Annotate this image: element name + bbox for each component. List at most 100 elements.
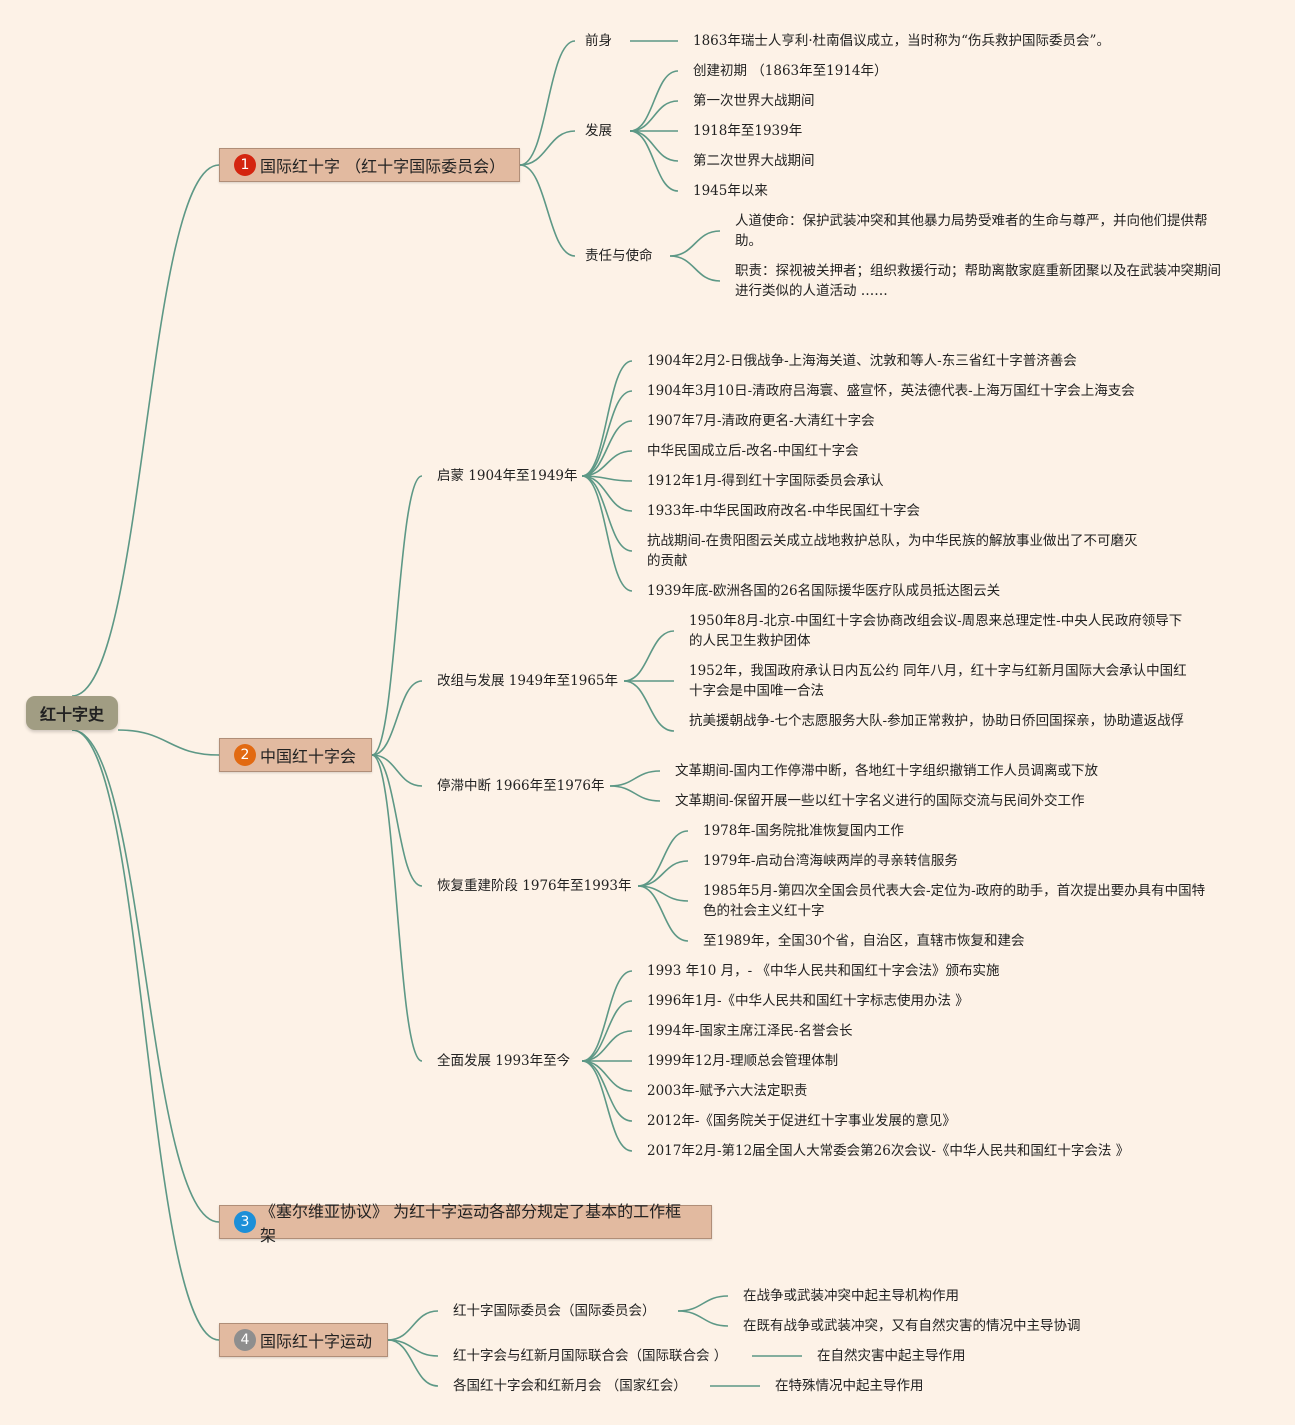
branch-connector xyxy=(609,785,661,802)
branch-connector xyxy=(637,885,689,902)
topic-label: 国际红十字运动 xyxy=(260,1332,373,1351)
leaf-item[interactable]: 在战争或武装冲突中起主导机构作用 xyxy=(743,1288,959,1304)
leaf-item[interactable]: 2012年-《国务院关于促进红十字事业发展的意见》 xyxy=(647,1113,956,1129)
leaf-item[interactable]: 1996年1月-《中华人民共和国红十字标志使用办法 》 xyxy=(647,993,969,1009)
branch-connector xyxy=(609,770,661,787)
leaf-item[interactable]: 抗战期间-在贵阳图云关成立战地救护总队，为中华民族的解放事业做出了不可磨灭的贡献 xyxy=(647,533,1138,569)
leaf-item[interactable]: 在自然灾害中起主导作用 xyxy=(817,1348,966,1364)
leaf-item[interactable]: 1912年1月-得到红十字国际委员会承认 xyxy=(647,473,884,489)
branch-connector xyxy=(581,475,633,552)
leaf-item[interactable]: 文革期间-保留开展一些以红十字名义进行的国际交流与民间外交工作 xyxy=(675,793,1085,809)
leaf-item[interactable]: 第二次世界大战期间 xyxy=(693,153,815,169)
leaf-item[interactable]: 1994年-国家主席江泽民-名誉会长 xyxy=(647,1023,853,1039)
root-connector xyxy=(117,729,220,756)
branch-connector xyxy=(581,1060,633,1122)
branch-connector xyxy=(581,970,633,1062)
number-badge-icon: 1 xyxy=(234,154,256,176)
topic-connector xyxy=(371,754,423,787)
branch-connector xyxy=(677,1295,729,1312)
branch-connector xyxy=(629,70,679,132)
branch-predecessor[interactable]: 前身 xyxy=(585,33,612,49)
topic-connector xyxy=(371,475,423,756)
leaf-item[interactable]: 1904年2月2-日俄战争-上海海关道、沈敦和等人-东三省红十字普济善会 xyxy=(647,353,1077,369)
branch-ifrc[interactable]: 红十字会与红新月国际联合会（国际联合会 ） xyxy=(453,1348,728,1364)
branch-full-development[interactable]: 全面发展 1993年至今 xyxy=(437,1053,571,1069)
branch-connector xyxy=(581,1000,633,1062)
leaf-item[interactable]: 创建初期 （1863年至1914年） xyxy=(693,63,888,79)
topic-connector xyxy=(387,1310,439,1341)
root-connector xyxy=(71,729,220,1341)
topic-connector xyxy=(519,164,576,257)
topic-connector xyxy=(371,754,423,1062)
topic-china-red-cross[interactable]: 2 中国红十字会 xyxy=(219,738,372,772)
leaf-item[interactable]: 至1989年，全国30个省，自治区，直辖市恢复和建会 xyxy=(703,933,1025,949)
branch-national-societies[interactable]: 各国红十字会和红新月会 （国家红会） xyxy=(453,1378,687,1394)
branch-connector xyxy=(669,230,721,257)
branch-mission[interactable]: 责任与使命 xyxy=(585,248,653,264)
branch-icrc[interactable]: 红十字国际委员会（国际委员会） xyxy=(453,1303,656,1319)
branch-connector xyxy=(581,1030,633,1062)
root-label: 红十字史 xyxy=(39,705,104,724)
branch-connector xyxy=(581,475,633,592)
topic-label: 中国红十字会 xyxy=(260,747,357,766)
branch-development[interactable]: 发展 xyxy=(585,123,612,139)
leaf-item[interactable]: 1933年-中华民国政府改名-中华民国红十字会 xyxy=(647,503,920,519)
topic-connector xyxy=(519,40,576,166)
root-connector xyxy=(71,729,220,1223)
number-badge-icon: 2 xyxy=(234,744,256,766)
root-node[interactable]: 红十字史 xyxy=(26,696,118,730)
leaf-item[interactable]: 1904年3月10日-清政府吕海寰、盛宣怀，英法德代表-上海万国红十字会上海支会 xyxy=(647,383,1135,399)
topic-international-red-cross[interactable]: 1 国际红十字 （红十字国际委员会） xyxy=(219,148,520,182)
topic-seville-agreement[interactable]: 3 《塞尔维亚协议》 为红十字运动各部分规定了基本的工作框架 xyxy=(219,1202,712,1245)
branch-connector xyxy=(629,130,679,192)
branch-connector xyxy=(637,830,689,887)
leaf-item[interactable]: 1979年-启动台湾海峡两岸的寻亲转信服务 xyxy=(703,853,958,869)
leaf-item[interactable]: 中华民国成立后-改名-中国红十字会 xyxy=(647,443,859,459)
branch-reorganization[interactable]: 改组与发展 1949年至1965年 xyxy=(437,673,619,689)
leaf-item[interactable]: 1999年12月-理顺总会管理体制 xyxy=(647,1053,839,1069)
leaf-item[interactable]: 1939年底-欧洲各国的26名国际援华医疗队成员抵达图云关 xyxy=(647,583,1001,599)
leaf-item[interactable]: 1952年，我国政府承认日内瓦公约 同年八月，红十字与红新月国际大会承认中国红十… xyxy=(689,663,1187,699)
topic-connector xyxy=(387,1339,439,1387)
branch-connector xyxy=(669,255,721,282)
leaf-item[interactable]: 1907年7月-清政府更名-大清红十字会 xyxy=(647,413,875,429)
leaf-item[interactable]: 1918年至1939年 xyxy=(693,123,803,139)
branch-connector xyxy=(581,360,633,477)
branch-connector xyxy=(581,475,633,512)
leaf-item[interactable]: 2017年2月-第12届全国人大常委会第26次会议-《中华人民共和国红十字会法 … xyxy=(647,1143,1130,1159)
leaf-item[interactable]: 1950年8月-北京-中国红十字会协商改组会议-周恩来总理定性-中央人民政府领导… xyxy=(689,613,1183,649)
leaf-item[interactable]: 1945年以来 xyxy=(693,183,768,199)
branch-connector xyxy=(581,420,633,477)
leaf-item[interactable]: 在既有战争或武装冲突，又有自然灾害的情况中主导协调 xyxy=(743,1318,1081,1334)
leaf-item[interactable]: 2003年-赋予六大法定职责 xyxy=(647,1083,808,1099)
root-connector xyxy=(71,164,220,697)
leaf-item[interactable]: 文革期间-国内工作停滞中断，各地红十字组织撤销工作人员调离或下放 xyxy=(675,763,1099,779)
topic-label: 《塞尔维亚协议》 为红十字运动各部分规定了基本的工作框架 xyxy=(260,1202,682,1245)
branch-rebuilding[interactable]: 恢复重建阶段 1976年至1993年 xyxy=(437,878,632,894)
number-badge-icon: 3 xyxy=(234,1211,256,1233)
leaf-item[interactable]: 职责：探视被关押者；组织救援行动；帮助离散家庭重新团聚以及在武装冲突期间进行类似… xyxy=(735,263,1221,299)
leaf-item[interactable]: 1985年5月-第四次全国会员代表大会-定位为-政府的助手，首次提出要办具有中国… xyxy=(703,883,1206,919)
leaf-item[interactable]: 第一次世界大战期间 xyxy=(693,93,815,109)
branch-enlightenment[interactable]: 启蒙 1904年至1949年 xyxy=(437,468,578,484)
topic-connector xyxy=(371,754,423,887)
branch-connector xyxy=(629,100,679,132)
leaf-item[interactable]: 1863年瑞士人亨利·杜南倡议成立，当时称为“伤兵救护国际委员会”。 xyxy=(693,33,1110,49)
topic-connector xyxy=(519,130,576,166)
branch-connector xyxy=(581,390,633,477)
branch-connector xyxy=(677,1310,729,1327)
branch-connector xyxy=(623,680,675,732)
branch-connector xyxy=(629,130,679,162)
leaf-item[interactable]: 抗美援朝战争-七个志愿服务大队-参加正常救护，协助日侨回国探亲，协助遣返战俘 xyxy=(689,713,1185,729)
leaf-item[interactable]: 1993 年10 月，- 《中华人民共和国红十字会法》颁布实施 xyxy=(647,963,1000,979)
leaf-item[interactable]: 1978年-国务院批准恢复国内工作 xyxy=(703,823,904,839)
branch-connector xyxy=(581,1060,633,1152)
leaf-item[interactable]: 人道使命：保护武装冲突和其他暴力局势受难者的生命与尊严，并向他们提供帮助。 xyxy=(735,213,1208,249)
topic-connector xyxy=(371,680,423,756)
leaf-item[interactable]: 在特殊情况中起主导作用 xyxy=(775,1378,924,1394)
topic-red-cross-movement[interactable]: 4 国际红十字运动 xyxy=(219,1323,388,1357)
branch-connector xyxy=(637,885,689,942)
branch-connector xyxy=(581,450,633,477)
branch-stagnation[interactable]: 停滞中断 1966年至1976年 xyxy=(437,778,605,794)
